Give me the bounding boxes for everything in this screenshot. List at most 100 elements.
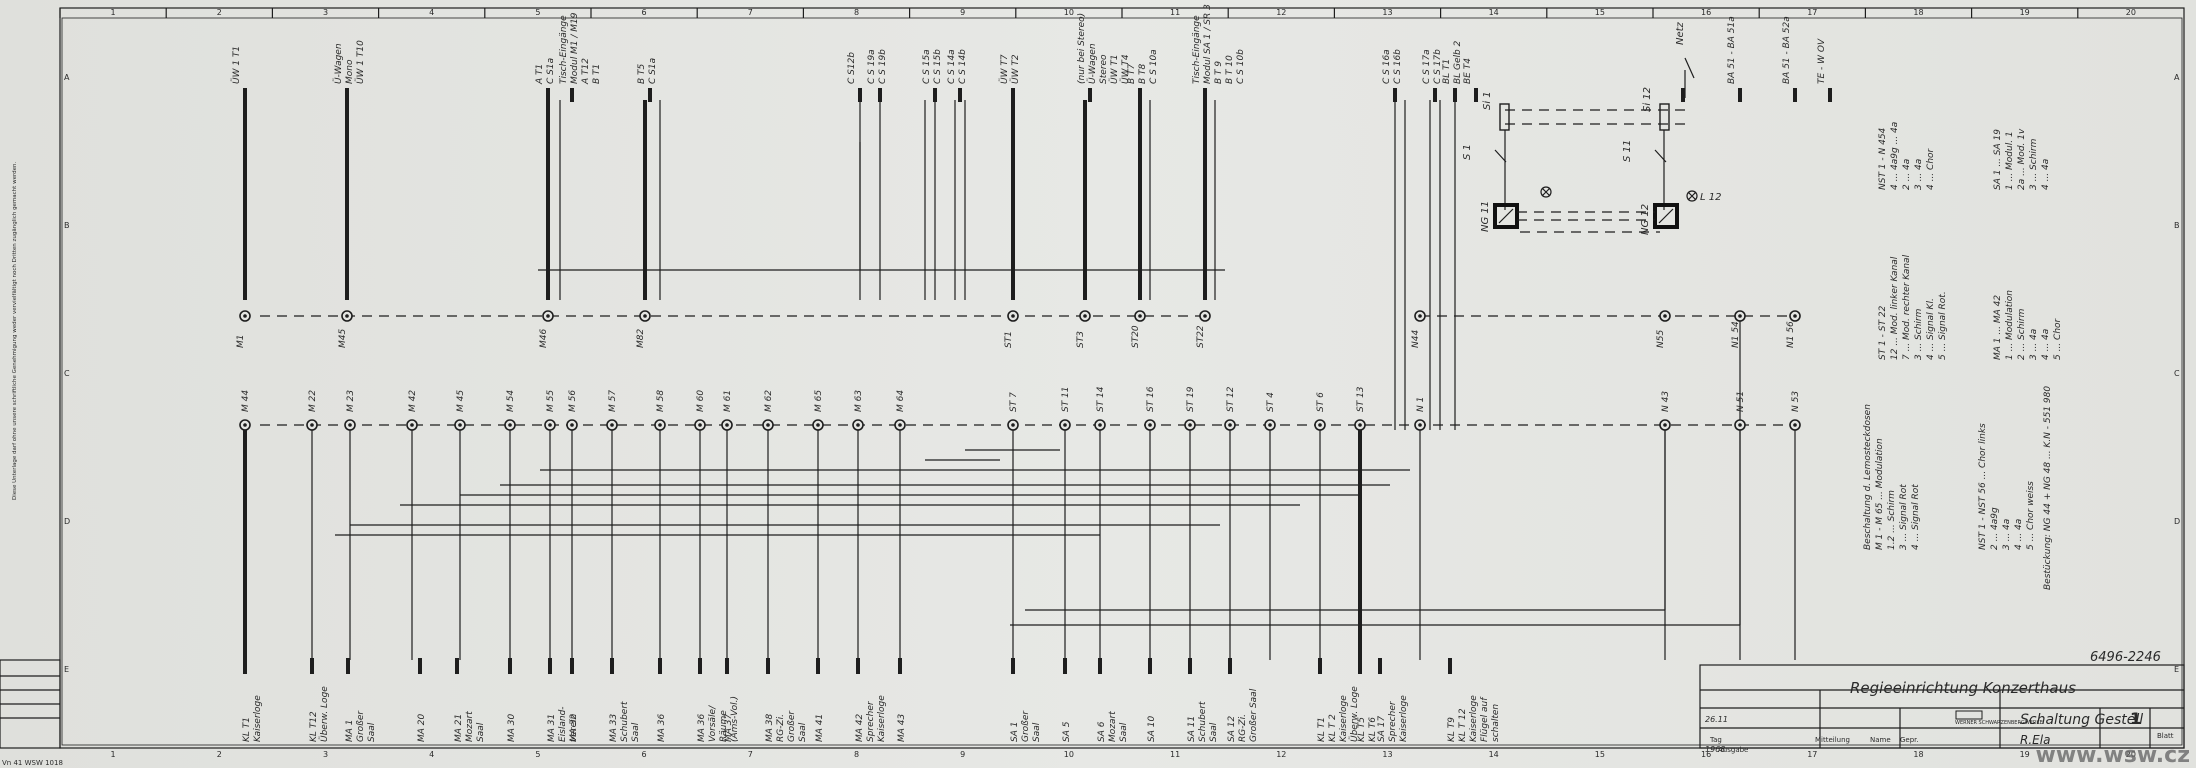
terminal-label-m7: ST20: [1131, 325, 1141, 348]
note3-line-5: 5 ... Signal Rot.: [1938, 291, 1948, 360]
grid-col-bottom-1: 1: [111, 750, 116, 759]
note5-line-2: 1.2 ... Schirm: [1887, 490, 1897, 550]
grid-row-A: A: [64, 73, 70, 82]
row-terminal-label-r14: M 65: [814, 390, 824, 412]
row-terminal-label-r23: ST 4: [1266, 392, 1276, 412]
grid-col-13: 13: [1382, 8, 1392, 17]
bottom-label-b15-0: MA 42: [855, 713, 865, 742]
lamp-l12-icon: [1686, 190, 1698, 202]
grid-row-E: E: [64, 665, 69, 674]
bottom-label-b17-2: Saal: [1032, 722, 1042, 742]
bottom-label-b4-0: MA 20: [417, 713, 427, 742]
row-terminal-label-r3: M 23: [346, 390, 356, 412]
top-label-t15-0: C S 17a: [1422, 49, 1432, 84]
grid-row-right-E: E: [2174, 665, 2179, 674]
top-label-t7-1: C S 19b: [878, 49, 888, 84]
top-label-t17-0: BE T4: [1463, 58, 1473, 84]
top-label-t11-3: ÜW T1: [1109, 54, 1120, 84]
note2-line-1: 1 ... Modul. 1: [2005, 131, 2015, 190]
power-supply-ng11-icon: [1493, 203, 1519, 229]
grid-col-bottom-5: 5: [535, 750, 540, 759]
row-terminal-label-r20: ST 16: [1146, 386, 1156, 412]
col-mitteilung: Mitteilung: [1815, 736, 1850, 744]
note2-line-4: 4 ... 4a: [2041, 159, 2051, 190]
terminal-label-m11: N1 54: [1731, 321, 1741, 348]
grid-col-11: 11: [1170, 8, 1180, 17]
row-terminal-label-r24: ST 6: [1316, 392, 1326, 412]
switch-s1-label: S 1: [1462, 144, 1473, 160]
grid-col-bottom-4: 4: [429, 750, 434, 759]
top-label-t13-3: B T 10: [1225, 55, 1235, 84]
top-label-t16-1: BL Gelb 2: [1453, 40, 1463, 84]
row-terminal-label-r22: ST 12: [1226, 386, 1236, 412]
top-label-t13-4: C S 10b: [1236, 49, 1246, 84]
bottom-label-b2-1: Überw. Loge: [319, 686, 330, 742]
note6-line-2: 3 ... 4a: [2002, 519, 2012, 550]
bottom-label-b22-1: RG-Zi.: [1238, 714, 1248, 742]
bottom-label-b2-0: KL T12: [309, 711, 319, 742]
note1-line-2: 2 ... 4a: [1902, 159, 1912, 190]
bottom-label-b7-1: Eisland-: [558, 706, 568, 742]
top-label-t12-2: C S 10a: [1149, 49, 1159, 84]
grid-row-right-B: B: [2174, 221, 2180, 230]
top-label-t5-1: C S1a: [648, 58, 658, 84]
row-terminal-label-r13: M 62: [764, 390, 774, 412]
bottom-label-b19-0: SA 6: [1097, 721, 1107, 742]
grid-col-9: 9: [960, 8, 965, 17]
note4-line-0: MA 1 ... MA 42: [1993, 295, 2003, 360]
terminal-label-m3: M46: [539, 329, 549, 348]
grid-col-10: 10: [1064, 8, 1074, 17]
grid-col-4: 4: [429, 8, 434, 17]
bottom-label-b25-0: SA 17: [1377, 716, 1387, 742]
bottom-label-b11-3: (Ams-Vol.): [730, 696, 740, 742]
row-terminal-label-r11: M 60: [696, 390, 706, 412]
terminal-label-m10: N55: [1656, 330, 1666, 348]
row-terminal-label-r18: ST 11: [1061, 386, 1071, 412]
grid-col-bottom-12: 12: [1276, 750, 1286, 759]
grid-col-bottom-15: 15: [1595, 750, 1605, 759]
grid-col-3: 3: [323, 8, 328, 17]
bottom-label-b3-1: Großer: [356, 710, 366, 742]
bottom-label-b13-0: MA 38: [765, 713, 775, 742]
grid-col-18: 18: [1913, 8, 1923, 17]
bottom-label-b26-3: Flügel auf: [1480, 696, 1490, 742]
bottom-label-b21-2: Saal: [1209, 722, 1219, 742]
bottom-label-b20-0: SA 10: [1147, 716, 1157, 742]
grid-col-bottom-11: 11: [1170, 750, 1180, 759]
row-terminal-label-r21: ST 19: [1186, 386, 1196, 412]
top-label-t10-1: ÜW T2: [1010, 54, 1021, 84]
grid-row-right-A: A: [2174, 73, 2180, 82]
bottom-label-b3-0: MA 1: [345, 719, 355, 742]
note6-line-3: 4 ... 4a: [2014, 519, 2024, 550]
note1-line-4: 4 ... Chor: [1926, 147, 1936, 190]
lamp-l12-label: L 12: [1700, 192, 1721, 203]
terminal-label-m6: ST3: [1076, 331, 1086, 348]
terminal-label-m8: ST22: [1196, 325, 1206, 348]
drawn-by: R.Ela: [2020, 733, 2050, 747]
terminal-label-m5: ST1: [1004, 331, 1014, 348]
note5-line-4: 4 ... Signal Rot: [1911, 484, 1921, 550]
row-terminal-label-r27: N 43: [1661, 391, 1671, 412]
grid-row-right-C: C: [2174, 369, 2180, 378]
note2-line-3: 3 ... Schirm: [2029, 138, 2039, 190]
netz-label: Netz: [1675, 21, 1686, 45]
terminal-label-m12: N1 56: [1786, 321, 1796, 348]
col-ausgabe: Ausgabe: [1718, 746, 1748, 754]
grid-row-C: C: [64, 369, 70, 378]
bottom-label-b15-2: Kaiserloge: [877, 695, 887, 742]
bottom-label-b11-1: Vorsäle/: [708, 705, 718, 742]
row-terminal-label-r10: M 58: [656, 390, 666, 412]
bottom-label-b21-0: SA 11: [1187, 716, 1197, 742]
grid-col-bottom-10: 10: [1064, 750, 1074, 759]
top-label-t2-2: ÜW 1 T10: [355, 40, 366, 84]
note6-line-1: 2 ... 4a9g: [1990, 507, 2000, 550]
col-name: Name: [1870, 736, 1891, 744]
bottom-label-b1-1: Kaiserloge: [253, 695, 263, 742]
bottom-label-b1-0: KL T1: [242, 717, 252, 742]
row-terminal-label-r4: M 42: [408, 390, 418, 412]
